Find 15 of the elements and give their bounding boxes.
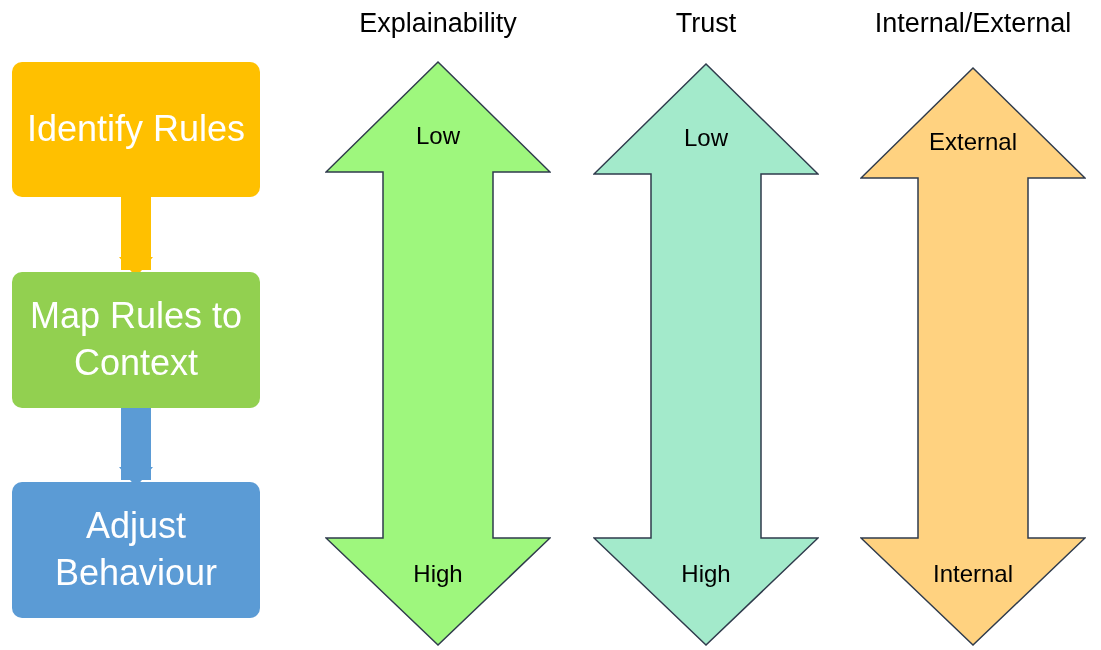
scale-heading: Explainability: [358, 8, 518, 39]
step-text: Adjust Behaviour: [53, 504, 219, 595]
scale-end-label: Internal: [931, 560, 1015, 588]
scale-end-label: High: [412, 560, 464, 588]
process-box: [12, 62, 260, 197]
scale-end-label: High: [680, 560, 732, 588]
process-box: [12, 272, 260, 408]
scale-heading: Internal/External: [873, 8, 1073, 39]
step-text: Identify Rules: [26, 107, 246, 152]
step-text: Map Rules to Context: [28, 294, 244, 385]
scale-end-label: External: [927, 128, 1018, 156]
process-box: [12, 482, 260, 618]
scale-end-label: Low: [415, 122, 461, 150]
scale-heading: Trust: [674, 8, 738, 39]
scale-end-label: Low: [683, 124, 729, 152]
